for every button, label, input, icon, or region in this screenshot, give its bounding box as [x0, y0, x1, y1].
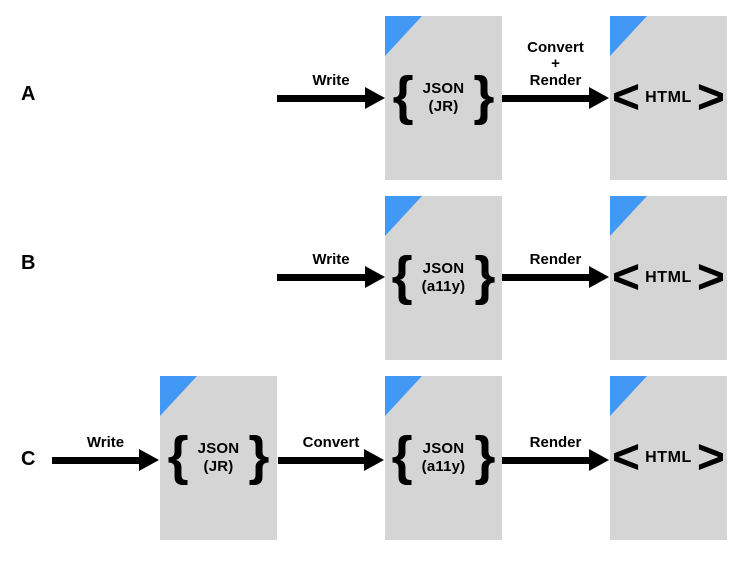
row-b-label: B: [21, 252, 36, 274]
close-angle-bracket: >: [696, 431, 725, 484]
doc-content: { JSON (a11y) }: [385, 376, 502, 540]
doc-content: { JSON (a11y) }: [385, 196, 502, 360]
arrow-shaft: [502, 456, 589, 464]
arrow-label: Render: [529, 251, 582, 269]
doc-format: HTML: [645, 89, 692, 106]
arrow-head: [364, 449, 384, 471]
doc-format: HTML: [645, 449, 692, 466]
row-c-json-a11y-document: { JSON (a11y) }: [385, 376, 502, 540]
arrow-shaft: [52, 456, 139, 464]
doc-label: JSON (a11y): [422, 440, 466, 475]
doc-format: JSON: [197, 440, 240, 458]
row-a-label: A: [21, 83, 36, 105]
doc-variant: (JR): [203, 458, 234, 475]
right-arrow-icon: [277, 86, 385, 110]
arrow-shaft: [502, 273, 589, 281]
doc-format: JSON: [422, 440, 465, 458]
arrow-head: [589, 449, 609, 471]
open-angle-bracket: <: [612, 431, 641, 484]
open-brace: {: [392, 66, 414, 126]
arrow-shaft: [278, 456, 364, 464]
arrow-head: [365, 266, 385, 288]
row-c-write-arrow: Write: [52, 362, 159, 472]
right-arrow-icon: [502, 265, 609, 289]
row-b-render-arrow: Render: [502, 179, 609, 289]
close-angle-bracket: >: [696, 251, 725, 304]
row-a-json-jr-document: { JSON (JR) }: [385, 16, 502, 180]
doc-content: < HTML >: [610, 16, 727, 180]
right-arrow-icon: [502, 86, 609, 110]
right-arrow-icon: [278, 448, 384, 472]
open-angle-bracket: <: [612, 71, 641, 124]
doc-content: { JSON (JR) }: [385, 16, 502, 180]
close-brace: }: [474, 426, 496, 486]
doc-label: JSON (JR): [423, 80, 465, 115]
row-a-write-arrow: Write: [277, 0, 385, 110]
open-brace: {: [391, 246, 413, 306]
row-c-json-jr-document: { JSON (JR) }: [160, 376, 277, 540]
doc-variant: (JR): [428, 98, 459, 115]
doc-label: JSON (JR): [198, 440, 240, 475]
row-a-convert-render-arrow: Convert + Render: [502, 0, 609, 110]
doc-format: HTML: [645, 269, 692, 286]
row-c-render-arrow: Render: [502, 362, 609, 472]
doc-format: JSON: [422, 80, 465, 98]
row-c-html-document: < HTML >: [610, 376, 727, 540]
doc-label: JSON (a11y): [422, 260, 466, 295]
right-arrow-icon: [277, 265, 385, 289]
close-brace: }: [248, 426, 270, 486]
arrow-shaft: [277, 94, 365, 102]
row-b-json-a11y-document: { JSON (a11y) }: [385, 196, 502, 360]
open-angle-bracket: <: [612, 251, 641, 304]
doc-format: JSON: [422, 260, 465, 278]
arrow-label: Write: [86, 434, 125, 452]
open-brace: {: [391, 426, 413, 486]
row-c-label: C: [21, 448, 36, 470]
doc-content: < HTML >: [610, 196, 727, 360]
doc-variant: (a11y): [421, 278, 466, 295]
arrow-label: Write: [312, 72, 350, 90]
arrow-label: Render: [529, 434, 582, 452]
arrow-label: Convert: [302, 434, 360, 452]
open-brace: {: [167, 426, 189, 486]
doc-content: { JSON (JR) }: [160, 376, 277, 540]
close-brace: }: [474, 246, 496, 306]
right-arrow-icon: [52, 448, 159, 472]
arrow-shaft: [502, 94, 589, 102]
close-brace: }: [473, 66, 495, 126]
doc-content: < HTML >: [610, 376, 727, 540]
row-b-html-document: < HTML >: [610, 196, 727, 360]
arrow-label: Convert + Render: [527, 38, 584, 90]
row-c-convert-arrow: Convert: [278, 362, 384, 472]
arrow-head: [589, 266, 609, 288]
arrow-label: Write: [312, 251, 350, 269]
arrow-head: [365, 87, 385, 109]
arrow-head: [139, 449, 159, 471]
row-b-write-arrow: Write: [277, 179, 385, 289]
close-angle-bracket: >: [696, 71, 725, 124]
arrow-shaft: [277, 273, 365, 281]
doc-variant: (a11y): [421, 458, 466, 475]
row-a-html-document: < HTML >: [610, 16, 727, 180]
arrow-head: [589, 87, 609, 109]
right-arrow-icon: [502, 448, 609, 472]
